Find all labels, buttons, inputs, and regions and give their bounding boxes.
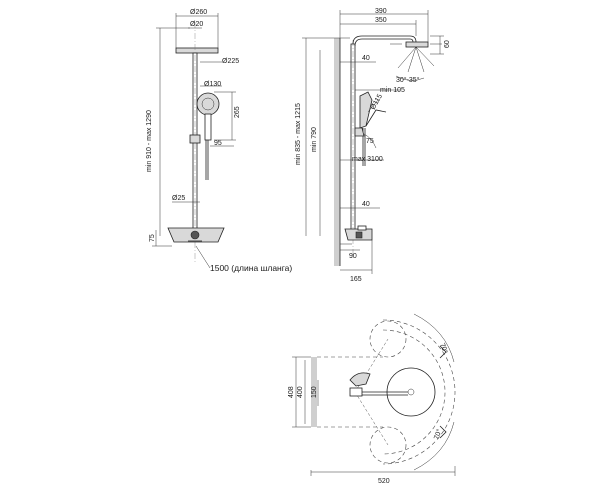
dim-side-height-range: min 835 - max 1215 bbox=[295, 103, 302, 165]
top-view: 70° 70° 408 400 150 520 bbox=[288, 313, 456, 485]
side-overhead-arm bbox=[352, 35, 417, 45]
side-hand-shower bbox=[359, 91, 373, 129]
dim-d115: Ø115 bbox=[370, 93, 384, 111]
dim-d260: Ø260 bbox=[190, 9, 207, 16]
side-view: 390 350 60 40 30°-35° min 105 Ø115 75 bbox=[295, 8, 451, 283]
dim-40-bottom: 40 bbox=[362, 201, 370, 208]
front-hand-shower bbox=[196, 92, 220, 116]
dim-angle-bottom: 70° bbox=[432, 428, 443, 441]
dim-d130: Ø130 bbox=[204, 81, 221, 88]
front-shower-head bbox=[175, 47, 219, 54]
dim-tilt-angle: 30°-35° bbox=[396, 76, 420, 84]
dim-d225: Ø225 bbox=[222, 58, 239, 65]
dim-165: 165 bbox=[350, 276, 362, 283]
dim-265: 265 bbox=[234, 106, 241, 118]
dim-d20: Ø20 bbox=[190, 21, 203, 28]
dim-390: 390 bbox=[375, 8, 387, 15]
dim-350: 350 bbox=[375, 17, 387, 24]
top-head-position-upper bbox=[369, 320, 407, 358]
dim-95: 95 bbox=[214, 140, 222, 147]
top-swing-arc bbox=[382, 319, 456, 465]
top-hand-shower bbox=[349, 372, 371, 387]
dim-400: 400 bbox=[297, 386, 304, 398]
side-shower-head bbox=[405, 41, 429, 48]
top-head-position-lower bbox=[369, 426, 407, 464]
dim-408: 408 bbox=[288, 386, 295, 398]
dim-40-top: 40 bbox=[362, 55, 370, 62]
side-spray-lines bbox=[390, 43, 442, 73]
dim-520: 520 bbox=[378, 478, 390, 485]
hose-length-label: 1500 (длина шланга) bbox=[210, 263, 292, 273]
dim-60: 60 bbox=[444, 40, 451, 48]
dim-150: 150 bbox=[311, 386, 318, 398]
dim-90: 90 bbox=[349, 253, 357, 260]
dim-min105: min 105 bbox=[380, 87, 405, 94]
dim-max3100: max 3100 bbox=[352, 156, 383, 163]
top-wall bbox=[311, 357, 317, 427]
front-view: Ø260 Ø20 Ø225 Ø130 265 95 Ø25 min 910 - … bbox=[146, 9, 292, 273]
dim-side-75: 75 bbox=[366, 138, 374, 145]
dim-front-height-range: min 910 - max 1290 bbox=[146, 110, 153, 172]
front-hose bbox=[205, 140, 209, 180]
dim-side-min790: min 790 bbox=[311, 127, 318, 152]
dim-d25: Ø25 bbox=[172, 195, 185, 202]
side-wall bbox=[334, 38, 340, 266]
dim-front-75: 75 bbox=[149, 234, 156, 242]
dim-angle-top: 70° bbox=[438, 342, 449, 355]
